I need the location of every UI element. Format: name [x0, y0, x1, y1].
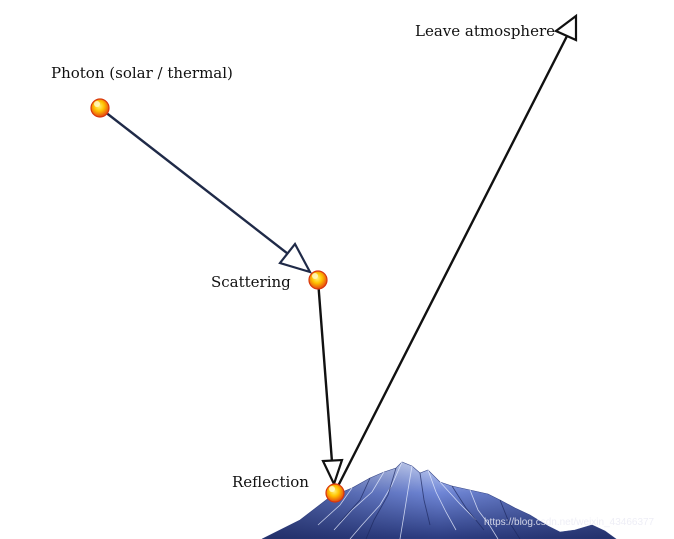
watermark-text: https://blog.csdn.net/weixin_43466377 — [484, 518, 654, 528]
label-scattering: Scattering — [211, 275, 291, 290]
arrow-reflection-to-leave — [335, 16, 576, 492]
point-scattering — [309, 271, 327, 289]
arrow-photon-to-scattering — [100, 108, 310, 272]
point-reflection — [326, 484, 344, 502]
arrow-scattering-to-reflection — [318, 280, 342, 484]
point-photon — [91, 99, 109, 117]
label-leave-atmosphere: Leave atmosphere — [415, 24, 555, 39]
label-reflection: Reflection — [232, 475, 309, 490]
label-photon: Photon (solar / thermal) — [51, 66, 233, 81]
